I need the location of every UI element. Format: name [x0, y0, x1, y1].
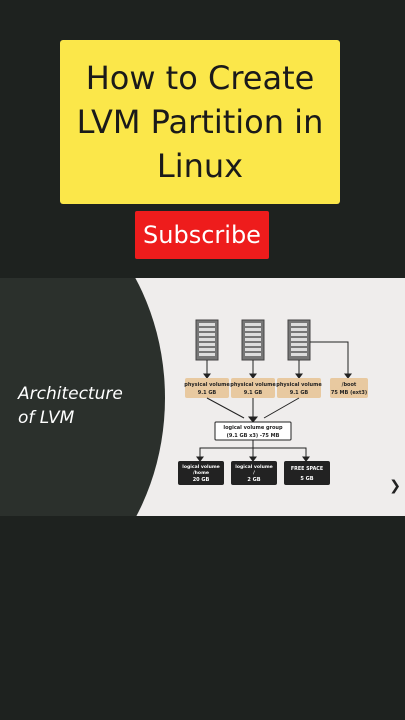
subscribe-button[interactable]: Subscribe — [135, 211, 269, 259]
svg-text:/boot: /boot — [342, 382, 357, 388]
svg-text:9.1 GB: 9.1 GB — [244, 390, 263, 396]
chevron-right-icon: ❯ — [389, 478, 401, 494]
physical-volume: physical volume 9.1 GB — [230, 378, 276, 398]
lvm-architecture-diagram: physical volume 9.1 GB physical volume 9… — [172, 318, 372, 498]
video-title-card: How to Create LVM Partition in Linux — [60, 40, 340, 204]
svg-text:/: / — [253, 470, 255, 476]
disk-icon — [195, 319, 219, 361]
boot-partition: /boot 75 MB (ext3) — [330, 378, 368, 398]
disk-icon — [241, 319, 265, 361]
svg-text:(9.1 GB x3) -75 MB: (9.1 GB x3) -75 MB — [227, 433, 280, 439]
svg-text:/home: /home — [193, 470, 209, 476]
physical-volume: physical volume 9.1 GB — [184, 378, 230, 398]
slide-heading: Architecture of LVM — [18, 382, 123, 430]
volume-group: logical volume group (9.1 GB x3) -75 MB — [214, 421, 292, 441]
svg-text:logical volume group: logical volume group — [223, 425, 283, 431]
slide-dark-curve — [0, 278, 165, 516]
slide-panel: Architecture of LVM ❯ — [0, 278, 405, 516]
svg-text:20 GB: 20 GB — [193, 477, 210, 483]
svg-text:physical volume: physical volume — [276, 382, 322, 388]
slide-heading-line-2: of LVM — [18, 408, 75, 428]
title-line-3: Linux — [156, 147, 244, 185]
title-line-2: LVM Partition in — [76, 103, 324, 141]
svg-text:5 GB: 5 GB — [300, 476, 313, 482]
logical-volume-root: logical volume / 2 GB — [231, 461, 277, 485]
free-space: FREE SPACE 5 GB — [284, 461, 330, 485]
svg-text:physical volume: physical volume — [184, 382, 230, 388]
title-line-1: How to Create — [85, 59, 315, 97]
disk-icon — [287, 319, 311, 361]
svg-text:physical volume: physical volume — [230, 382, 276, 388]
logical-volume-home: logical volume /home 20 GB — [178, 461, 224, 485]
svg-text:9.1 GB: 9.1 GB — [198, 390, 217, 396]
svg-text:logical volume: logical volume — [235, 464, 273, 470]
svg-text:FREE SPACE: FREE SPACE — [291, 466, 323, 472]
svg-text:logical volume: logical volume — [182, 464, 220, 470]
svg-text:75 MB (ext3): 75 MB (ext3) — [331, 390, 367, 396]
physical-volume: physical volume 9.1 GB — [276, 378, 322, 398]
svg-text:9.1 GB: 9.1 GB — [290, 390, 309, 396]
svg-text:2 GB: 2 GB — [247, 477, 260, 483]
slide-heading-line-1: Architecture — [18, 384, 123, 404]
